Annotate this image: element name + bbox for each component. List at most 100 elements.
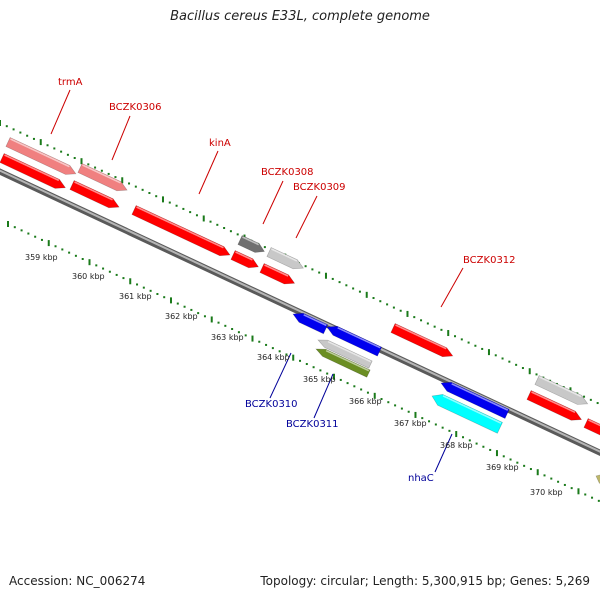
ruler-tick (5, 125, 8, 128)
ruler-tick (447, 330, 450, 337)
ruler-tick (13, 226, 16, 229)
ruler-tick (40, 238, 43, 241)
ruler-tick (100, 169, 103, 172)
ruler-tick (236, 233, 239, 236)
kbp-label: 368 kbp (440, 441, 473, 450)
ruler-tick (285, 353, 288, 356)
kbp-label: 366 kbp (349, 397, 382, 406)
kbp-label: 369 kbp (486, 463, 519, 472)
ruler-tick (19, 131, 22, 134)
kbp-label: 359 kbp (25, 253, 58, 262)
gene-forward-6 (583, 418, 600, 436)
ruler-tick (26, 134, 29, 137)
ruler-tick (142, 286, 145, 289)
ruler-tick (360, 388, 363, 391)
ruler-tick (197, 312, 200, 315)
ruler-tick (407, 410, 410, 413)
ruler-tick (88, 259, 91, 266)
ruler-tick (495, 450, 498, 457)
gene-reverse-3 (440, 381, 510, 419)
gene-highlight (242, 236, 260, 246)
ruler-tick (136, 283, 139, 286)
gene-forward-1 (0, 153, 66, 189)
ruler-tick (508, 360, 511, 363)
ruler-tick (81, 258, 84, 261)
ruler-tick (332, 373, 335, 380)
ruler-tick (326, 372, 329, 375)
kbp-label: 365 kbp (303, 375, 336, 384)
kbp-label: 367 kbp (394, 419, 427, 428)
ruler-tick (406, 310, 409, 317)
gene-highlight (271, 248, 298, 262)
gene-kinA (131, 205, 231, 257)
leader-bczk0306 (111, 115, 131, 161)
ruler-tick (34, 235, 37, 238)
ruler-tick (7, 221, 9, 227)
ruler-tick (312, 366, 315, 369)
ruler-tick (163, 296, 166, 299)
ruler-tick (121, 177, 124, 184)
gene-highlight (395, 324, 447, 350)
ruler-tick (182, 207, 185, 210)
gene-BCZK0310 (292, 312, 329, 335)
gene-label-kinA: kinA (209, 138, 231, 149)
ruler-tick (516, 461, 519, 464)
gene-body (230, 250, 259, 269)
ruler-tick (175, 204, 178, 207)
kbp-label: 363 kbp (211, 333, 244, 342)
gene-body (237, 235, 265, 253)
gene-label-bczk0310: BCZK0310 (245, 399, 298, 410)
gene-body (317, 339, 373, 369)
ruler-tick (190, 308, 193, 311)
gene-forward-3 (230, 250, 259, 269)
kbp-label: 370 kbp (530, 488, 563, 497)
ruler-tick (311, 268, 314, 271)
ruler-tick (428, 420, 431, 423)
gene-highlight (4, 154, 60, 182)
leader-nhaC (434, 433, 453, 473)
ruler-tick (54, 245, 57, 248)
ruler-tick (528, 368, 531, 375)
ruler-tick (149, 289, 152, 292)
gene-highlight (10, 138, 70, 168)
ruler-tick (141, 188, 144, 191)
gene-highlight (588, 419, 600, 427)
ruler-tick (223, 227, 226, 230)
kbp-label: 360 kbp (72, 272, 105, 281)
ruler-tick (229, 230, 232, 233)
gene-label-bczk0306: BCZK0306 (109, 102, 162, 113)
gene-highlight (264, 264, 289, 277)
ruler-tick (122, 277, 125, 280)
ruler-tick (543, 474, 546, 477)
gene-highlight (451, 383, 509, 411)
kbp-label: 364 kbp (257, 353, 290, 362)
gene-khaki (595, 474, 600, 484)
ruler-tick (515, 363, 518, 366)
ruler-tick (529, 468, 532, 471)
map-title: Bacillus cereus E33L, complete genome (170, 9, 430, 24)
gene-body (595, 474, 600, 484)
ruler-tick (399, 309, 402, 312)
ruler-tick (107, 172, 110, 175)
ruler-tick (392, 306, 395, 309)
ruler-tick (189, 211, 192, 214)
leader-trmA (50, 89, 71, 135)
backbone-highlight (0, 169, 600, 453)
gene-body (77, 163, 128, 192)
ruler-tick (27, 232, 30, 235)
ruler-tick (577, 488, 580, 495)
gene-trmA (5, 137, 77, 175)
kbp-label: 361 kbp (119, 292, 152, 301)
gene-grey-lower (317, 339, 373, 369)
ruler-tick (324, 272, 327, 279)
ruler-tick (155, 195, 158, 198)
ruler-tick (550, 477, 553, 480)
ruler-tick (161, 196, 164, 203)
ruler-tick (12, 128, 15, 131)
gene-forward-5 (526, 390, 583, 421)
ruler-tick (169, 297, 172, 304)
ruler-tick (224, 324, 227, 327)
ruler-tick (39, 139, 42, 146)
ruler-tick (455, 431, 458, 438)
